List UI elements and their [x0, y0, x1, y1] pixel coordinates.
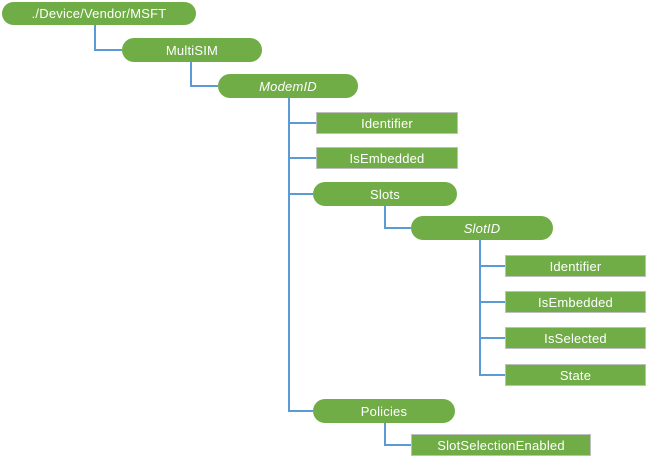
- node-slots: Slots: [313, 182, 457, 206]
- connector-modemid-to-policies: [288, 123, 313, 412]
- connector-slotid-to-s-identifier: [479, 240, 505, 267]
- connector-slotid-to-s-state: [479, 266, 505, 376]
- connector-multisim-to-modemid: [190, 62, 218, 87]
- node-s-identifier: Identifier: [505, 255, 646, 277]
- node-s-isselected: IsSelected: [505, 327, 646, 349]
- node-policies: Policies: [313, 399, 455, 423]
- connector-policies-to-slotselectionenabled: [384, 423, 411, 446]
- node-multisim: MultiSIM: [122, 38, 262, 62]
- node-s-isembedded: IsEmbedded: [505, 291, 646, 313]
- node-slotselectionenabled: SlotSelectionEnabled: [411, 434, 591, 456]
- connector-root-to-multisim: [94, 25, 122, 51]
- node-slotid: SlotID: [411, 216, 553, 240]
- connector-slots-to-slotid: [384, 206, 411, 229]
- node-modemid: ModemID: [218, 74, 358, 98]
- connector-modemid-to-m-identifier: [288, 98, 316, 124]
- node-root: ./Device/Vendor/MSFT: [2, 2, 196, 25]
- node-s-state: State: [505, 364, 646, 386]
- node-m-isembedded: IsEmbedded: [316, 147, 458, 169]
- node-m-identifier: Identifier: [316, 112, 458, 134]
